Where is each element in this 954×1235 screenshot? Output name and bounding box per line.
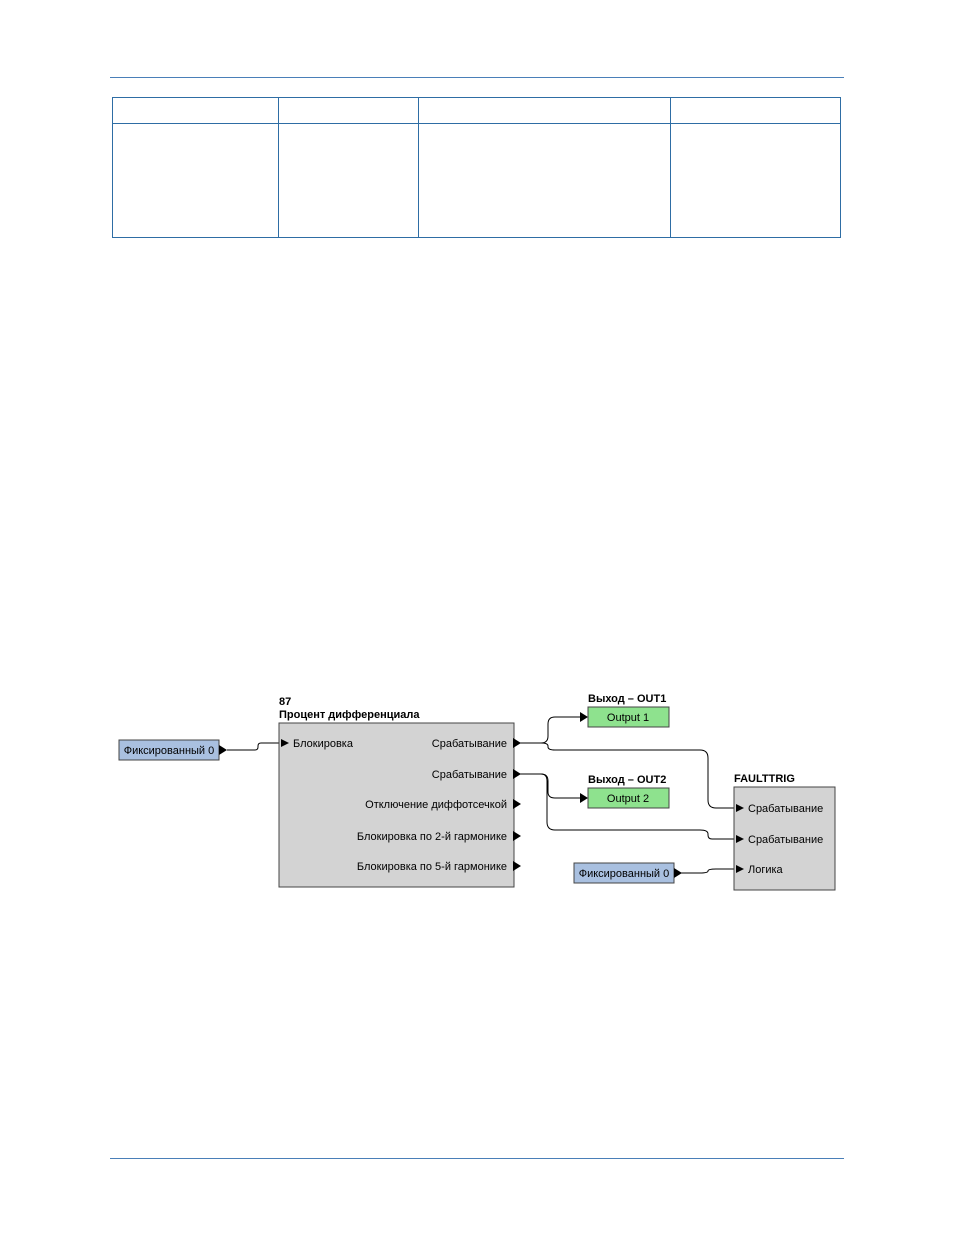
output-arrow-icon [513, 769, 521, 779]
wire-fixed-to-logic [681, 868, 736, 874]
empty-table [112, 97, 841, 238]
table-row [112, 123, 841, 238]
wire-trip1-to-out1 [520, 716, 580, 744]
fixed-zero-right-label: Фиксированный 0 [579, 868, 670, 880]
table-cell [278, 123, 419, 238]
input-arrow-icon [281, 739, 289, 747]
block-87-output-label: Срабатывание [432, 738, 507, 750]
input-arrow-icon [580, 712, 588, 722]
output-arrow-icon [513, 861, 521, 871]
wire-trip1-to-faulttrig [520, 742, 736, 809]
block-87-output-label: Блокировка по 5-й гармонике [357, 861, 507, 873]
wires [227, 716, 736, 874]
table-header-row [112, 97, 841, 124]
output-2-label: Output 2 [607, 793, 649, 805]
input-arrow-icon [580, 793, 588, 803]
fixed-zero-left: Фиксированный 0 [118, 739, 227, 761]
output-2-block: Выход – OUT2 Output 2 [580, 774, 670, 809]
output-arrow-icon [219, 745, 227, 755]
block-87: 87 Процент дифференциала Блокировка Сраб… [278, 696, 521, 888]
block-87-input-label: Блокировка [293, 738, 354, 750]
faulttrig-input-label: Срабатывание [748, 803, 823, 815]
faulttrig-input-label: Логика [748, 864, 784, 876]
output-1-title: Выход – OUT1 [588, 693, 666, 705]
table-cell [670, 97, 841, 124]
faulttrig-title: FAULTTRIG [734, 773, 795, 785]
block-87-number: 87 [279, 696, 291, 708]
wire-fixed-to-block [227, 742, 281, 751]
block-87-output-label: Блокировка по 2-й гармонике [357, 831, 507, 843]
output-arrow-icon [513, 738, 521, 748]
block-87-output-label: Отключение диффотсечкой [365, 799, 507, 811]
table-cell [112, 123, 279, 238]
output-arrow-icon [513, 831, 521, 841]
wire-trip2-to-faulttrig [520, 773, 736, 840]
output-2-title: Выход – OUT2 [588, 774, 666, 786]
output-1-label: Output 1 [607, 712, 649, 724]
block-87-title: Процент дифференциала [279, 709, 420, 721]
output-1-block: Выход – OUT1 Output 1 [580, 693, 670, 728]
input-arrow-icon [736, 865, 744, 873]
input-arrow-icon [736, 804, 744, 812]
block-87-output-label: Срабатывание [432, 769, 507, 781]
table-cell [418, 123, 671, 238]
faulttrig-block: FAULTTRIG Срабатывание Срабатывание Логи… [733, 773, 836, 891]
header-rule [110, 77, 844, 78]
footer-rule [110, 1158, 844, 1159]
fixed-zero-right: Фиксированный 0 [573, 862, 682, 884]
output-arrow-icon [513, 799, 521, 809]
faulttrig-input-label: Срабатывание [748, 834, 823, 846]
output-arrow-icon [674, 868, 682, 878]
wire-trip2-to-out2 [520, 773, 580, 799]
fixed-zero-left-label: Фиксированный 0 [124, 745, 215, 757]
table-cell [670, 123, 841, 238]
input-arrow-icon [736, 835, 744, 843]
